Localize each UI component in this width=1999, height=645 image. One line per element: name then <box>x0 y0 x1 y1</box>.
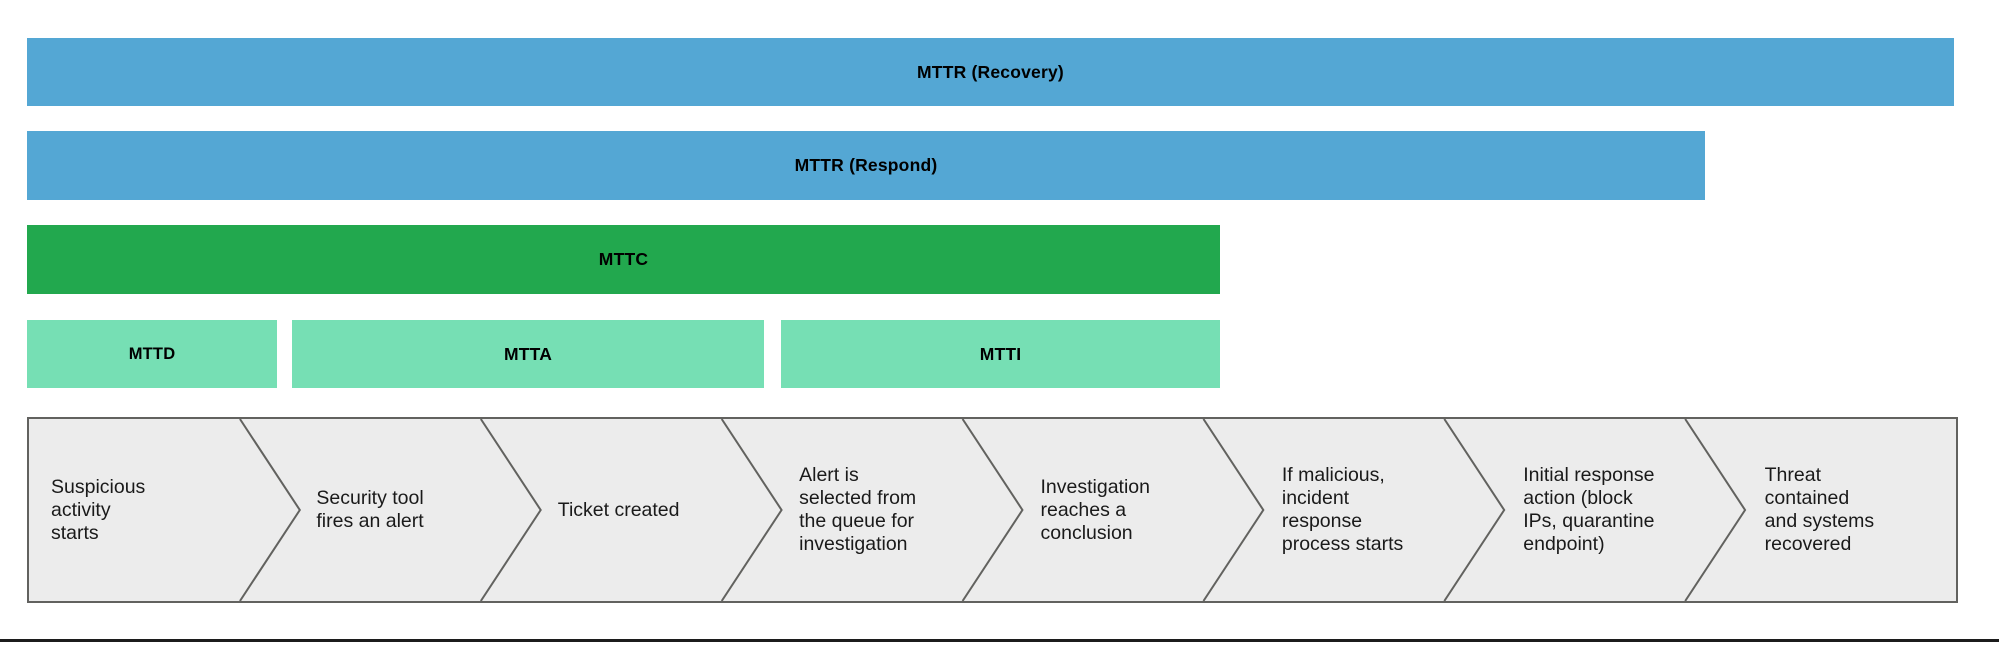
process-step-6: If malicious, incident response process … <box>1236 419 1477 601</box>
process-step-3: Ticket created <box>512 419 753 601</box>
metric-bar-label: MTTD <box>128 344 176 363</box>
bottom-divider-rule <box>0 639 1999 642</box>
metric-bar-label: MTTC <box>598 249 649 269</box>
process-step-label: Ticket created <box>557 498 680 521</box>
metric-bar-label: MTTR (Respond) <box>794 155 938 175</box>
process-step-label: If malicious, incident response process … <box>1281 464 1404 555</box>
process-step-7: Initial response action (block IPs, quar… <box>1477 419 1718 601</box>
metric-bar-mttr-respond: MTTR (Respond) <box>27 131 1705 200</box>
metric-bar-label: MTTR (Recovery) <box>917 61 1064 82</box>
process-step-label: Threat contained and systems recovered <box>1764 464 1875 555</box>
metric-bar-label: MTTA <box>503 343 553 364</box>
process-step-label: Suspicious activity starts <box>51 475 146 544</box>
metric-bar-mttr-recovery: MTTR (Recovery) <box>27 38 1954 106</box>
metric-bar-label: MTTI <box>979 343 1022 364</box>
process-step-label: Security tool fires an alert <box>316 487 424 532</box>
process-step-1: Suspicious activity starts <box>29 419 270 601</box>
process-step-label: Investigation reaches a conclusion <box>1040 475 1151 544</box>
process-step-4: Alert is selected from the queue for inv… <box>753 419 994 601</box>
process-step-5: Investigation reaches a conclusion <box>995 419 1236 601</box>
metric-bar-mtta: MTTA <box>292 320 764 388</box>
process-step-label: Alert is selected from the queue for inv… <box>799 464 917 555</box>
process-step-2: Security tool fires an alert <box>270 419 511 601</box>
process-flow-strip: Suspicious activity starts Security tool … <box>27 417 1958 603</box>
process-step-label: Initial response action (block IPs, quar… <box>1523 464 1655 555</box>
metric-bar-mttd: MTTD <box>27 320 277 388</box>
process-step-8: Threat contained and systems recovered <box>1719 419 1960 601</box>
metric-bar-mtti: MTTI <box>781 320 1220 388</box>
chevron-dividers-icon <box>29 419 1956 601</box>
metric-bar-mttc: MTTC <box>27 225 1220 294</box>
